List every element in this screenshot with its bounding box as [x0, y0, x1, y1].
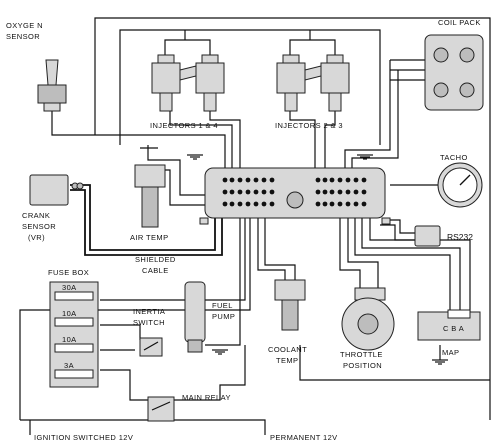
ecu-pin	[237, 201, 243, 207]
ecu-pin	[253, 201, 259, 207]
ground-symbol	[187, 154, 203, 160]
crank-sensor-label-3: (VR)	[28, 233, 45, 242]
throttle-position-sensor	[341, 287, 395, 351]
ignition-switched-label: IGNITION SWITCHED 12V	[34, 433, 133, 442]
ecu-pin	[337, 177, 343, 183]
map-label: MAP	[442, 348, 459, 357]
ecu-pin	[353, 189, 359, 195]
ecu-pin	[322, 177, 328, 183]
air-temp-sensor	[134, 147, 166, 228]
ecu-pin	[329, 201, 335, 207]
coolant-temp-label-2: TEMP	[276, 356, 298, 365]
fuse-box-label: FUSE BOX	[48, 268, 89, 277]
injectors-1-4	[151, 54, 225, 112]
ecu-pin	[329, 177, 335, 183]
ground-symbol	[432, 359, 448, 365]
ecu-pin	[245, 201, 251, 207]
main-relay-label: MAIN RELAY	[182, 393, 231, 402]
ecu-pin	[222, 177, 228, 183]
ecu-pin	[253, 189, 259, 195]
permanent-12v-label: PERMANENT 12V	[270, 433, 338, 442]
shielded-cable-label-1: SHIELDED	[135, 255, 176, 264]
ecu-pin	[322, 189, 328, 195]
map-sensor	[417, 309, 481, 341]
crank-sensor-label-1: CRANK	[22, 211, 50, 220]
ecu-pin	[269, 189, 275, 195]
fuse-3a-label: 3A	[64, 361, 74, 370]
ecu-pin	[345, 189, 351, 195]
fuel-pump	[184, 281, 206, 353]
rs232-label: RS232	[447, 232, 473, 242]
coolant-temp-sensor	[274, 279, 306, 331]
crank-sensor	[29, 174, 84, 206]
main-relay	[147, 396, 175, 422]
ecu-pin	[315, 201, 321, 207]
air-temp-label: AIR TEMP	[130, 233, 168, 242]
ecu-pin	[345, 177, 351, 183]
ecu-pin	[237, 189, 243, 195]
ecu-pin	[269, 177, 275, 183]
ground-symbols	[187, 154, 448, 365]
ecu-pin	[337, 189, 343, 195]
ecu-pin	[329, 189, 335, 195]
ecu-pin	[229, 201, 235, 207]
ecu-pin	[245, 177, 251, 183]
inertia-switch	[139, 337, 163, 357]
shielded-cable-label-2: CABLE	[142, 266, 169, 275]
injectors-1-4-label: INJECTORS 1 & 4	[150, 121, 218, 130]
ecu-pin	[315, 177, 321, 183]
oxygen-sensor-label-2: SENSOR	[6, 32, 40, 41]
ecu-pin	[322, 201, 328, 207]
fuse-30a-label: 30A	[62, 283, 77, 292]
ecu-pin	[261, 189, 267, 195]
ecu-pin	[353, 201, 359, 207]
coolant-temp-label-1: COOLANT	[268, 345, 307, 354]
crank-sensor-label-2: SENSOR	[22, 222, 56, 231]
oxygen-sensor	[37, 59, 67, 112]
rs232-connector	[414, 225, 441, 247]
fuel-pump-label-1: FUEL	[212, 301, 233, 310]
coil-pack	[424, 34, 484, 111]
ecu-pin	[269, 201, 275, 207]
fuel-pump-label-2: PUMP	[212, 312, 235, 321]
oxygen-sensor-label-1: OXYGE N	[6, 21, 43, 30]
ecu-pin	[237, 177, 243, 183]
injectors-2-3-label: INJECTORS 2 & 3	[275, 121, 343, 130]
ecu-pin	[229, 189, 235, 195]
ecu-pin	[229, 177, 235, 183]
fuse-10a-2-label: 10A	[62, 335, 77, 344]
fuse-box	[49, 281, 99, 388]
injectors-2-3	[276, 54, 350, 112]
fuse-10a-1-label: 10A	[62, 309, 77, 318]
coil-pack-label: COIL PACK	[438, 18, 481, 27]
throttle-position-label-1: THROTTLE	[340, 350, 383, 359]
tacho-label: TACHO	[440, 153, 468, 162]
ecu-connector	[199, 167, 391, 225]
ecu-pin	[361, 189, 367, 195]
ecu-pin	[353, 177, 359, 183]
ecu-pin	[253, 177, 259, 183]
map-pin-label: C B A	[443, 324, 464, 333]
tacho-gauge	[437, 162, 483, 208]
inertia-switch-label-2: SWITCH	[133, 318, 165, 327]
ecu-pin	[222, 189, 228, 195]
inertia-switch-label-1: INERTIA	[133, 307, 165, 316]
ecu-pin	[245, 189, 251, 195]
ecu-pin	[315, 189, 321, 195]
ground-symbol	[357, 154, 373, 160]
ecu-pin	[337, 201, 343, 207]
wiring-harness	[19, 17, 491, 435]
ecu-pin	[222, 201, 228, 207]
ecu-pins	[222, 177, 367, 207]
ecu-pin	[345, 201, 351, 207]
throttle-position-label-2: POSITION	[343, 361, 382, 370]
ecu-pin	[361, 201, 367, 207]
ecu-pin	[261, 201, 267, 207]
ecu-pin	[361, 177, 367, 183]
ground-symbol	[212, 349, 228, 355]
ecu-pin	[261, 177, 267, 183]
